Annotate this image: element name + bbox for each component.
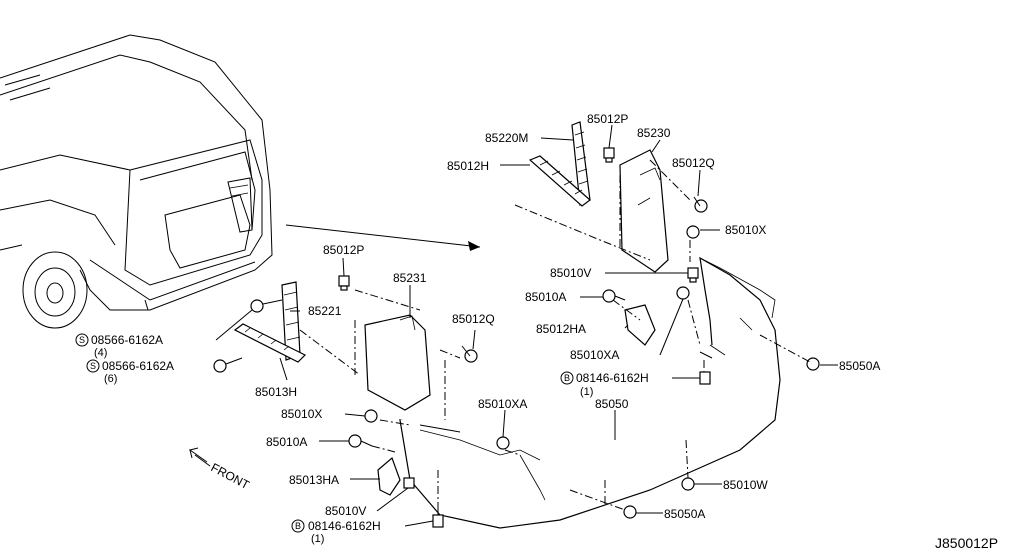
label-85010W: 85010W xyxy=(723,478,768,492)
label-85012HA: 85012HA xyxy=(536,322,586,336)
label-85012Q-top: 85012Q xyxy=(672,156,715,170)
clip-85050A-low xyxy=(623,505,637,519)
label-85010V-top: 85010V xyxy=(550,266,591,280)
label-85012P-left: 85012P xyxy=(323,243,364,257)
bracket-85012HA xyxy=(624,304,656,346)
screw-symbol-b xyxy=(86,359,100,373)
clip-85010XA-mid xyxy=(676,286,690,300)
clip-85010V-left xyxy=(403,477,415,489)
label-85013H: 85013H xyxy=(255,385,297,399)
bolt-symbol-left-letter: B xyxy=(295,521,301,531)
label-08146-right: 08146-6162H xyxy=(576,371,649,385)
label-85012Q-left: 85012Q xyxy=(452,312,495,326)
clip-85010W xyxy=(681,477,695,491)
bolt-symbol-left xyxy=(291,519,305,533)
bolt-85010A-left xyxy=(348,434,373,448)
bracket-85013HA xyxy=(377,456,401,496)
label-85010A-mid: 85010A xyxy=(525,290,566,304)
diagram-reference: J850012P xyxy=(935,535,998,551)
screw-symbol-b-letter: S xyxy=(90,361,96,371)
label-08566-a: 08566-6162A xyxy=(91,333,163,347)
label-85230: 85230 xyxy=(637,126,671,140)
label-85010XA-low: 85010XA xyxy=(478,397,527,411)
label-85010A-left: 85010A xyxy=(266,435,307,449)
bolt-symbol-right xyxy=(560,371,574,385)
front-indicator: FRONT xyxy=(189,447,253,492)
clip-85012P-left xyxy=(338,275,350,291)
label-08146-left: 08146-6162H xyxy=(308,519,381,533)
label-08566-b: 08566-6162A xyxy=(102,359,174,373)
clip-85012P-top xyxy=(603,147,615,163)
screw-08566-a xyxy=(250,299,283,313)
bolt-08146-right xyxy=(699,371,711,385)
label-85050A-low: 85050A xyxy=(664,507,705,521)
label-85010X-top: 85010X xyxy=(725,223,766,237)
label-85221: 85221 xyxy=(308,304,342,318)
label-08566-b-qty: (6) xyxy=(104,373,117,385)
bumper-85050 xyxy=(398,256,781,529)
clip-85010X-top xyxy=(686,225,700,239)
label-08566-a-qty: (4) xyxy=(94,347,107,359)
screw-symbol-a-letter: S xyxy=(79,335,85,345)
clip-85012Q-left xyxy=(461,345,478,363)
reflector-85013H xyxy=(233,323,307,363)
label-85013HA: 85013HA xyxy=(289,473,339,487)
bolt-85010A-mid xyxy=(602,289,626,303)
label-85010X-left: 85010X xyxy=(281,407,322,421)
label-08146-right-qty: (1) xyxy=(580,386,593,398)
label-85010XA-mid: 85010XA xyxy=(570,348,619,362)
label-85010V-left: 85010V xyxy=(325,504,366,518)
label-85012H: 85012H xyxy=(447,159,489,173)
label-85050A-right: 85050A xyxy=(839,359,880,373)
side-bracket-85231 xyxy=(364,314,431,411)
bolt-symbol-right-letter: B xyxy=(564,373,570,383)
clip-85012Q-top xyxy=(693,196,708,213)
screw-08566-b xyxy=(213,357,243,373)
leader-lines xyxy=(215,124,838,527)
screw-symbol-a xyxy=(75,333,89,347)
label-85231: 85231 xyxy=(393,271,427,285)
assembly-lines xyxy=(299,159,811,511)
label-08146-left-qty: (1) xyxy=(311,533,324,545)
label-85220M: 85220M xyxy=(485,131,528,145)
clip-85050A-right xyxy=(806,357,820,371)
clip-85010X-left xyxy=(364,409,378,423)
label-85012P-top: 85012P xyxy=(587,112,628,126)
label-85050: 85050 xyxy=(595,397,629,411)
clip-85010XA-low xyxy=(496,436,510,450)
clip-85010V-top xyxy=(687,267,699,283)
front-label: FRONT xyxy=(209,460,253,492)
direction-arrow xyxy=(285,224,481,251)
side-bracket-85230 xyxy=(619,149,669,273)
vehicle-illustration xyxy=(0,34,273,329)
part-labels: 85220M 85012H 85012P 85230 85012Q 85010X… xyxy=(75,112,880,545)
reflector-85012H xyxy=(528,155,591,207)
